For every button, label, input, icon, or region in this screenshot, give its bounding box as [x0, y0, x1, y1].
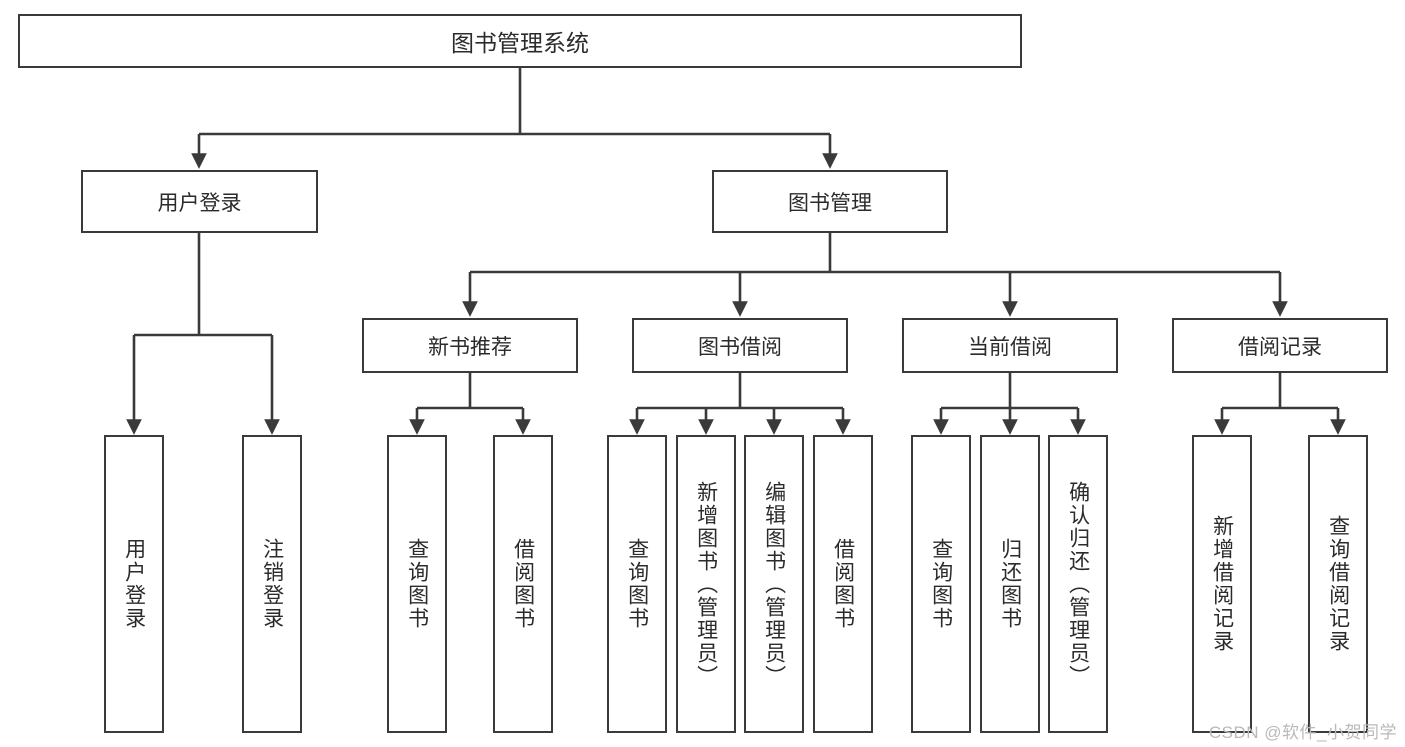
leaf-label: 新增图书（管理员）: [694, 480, 718, 688]
leaf-label: 用户登录: [122, 538, 146, 630]
node-current-borrow[interactable]: 当前借阅: [902, 318, 1118, 373]
leaf-label: 归还图书: [998, 538, 1022, 630]
node-label: 借阅记录: [1238, 335, 1322, 359]
leaf-current-confirm-return-admin[interactable]: 确认归还（管理员）: [1048, 435, 1108, 733]
leaf-label: 查询图书: [929, 538, 953, 630]
leaf-borrow-edit-book-admin[interactable]: 编辑图书（管理员）: [744, 435, 804, 733]
leaf-current-query-book[interactable]: 查询图书: [911, 435, 971, 733]
node-label: 当前借阅: [968, 335, 1052, 359]
leaf-borrow-query-book[interactable]: 查询图书: [607, 435, 667, 733]
leaf-current-return-book[interactable]: 归还图书: [980, 435, 1040, 733]
leaf-record-add-record[interactable]: 新增借阅记录: [1192, 435, 1252, 733]
node-label: 图书借阅: [698, 335, 782, 359]
leaf-label: 查询图书: [625, 538, 649, 630]
leaf-new-book-borrow[interactable]: 借阅图书: [493, 435, 553, 733]
leaf-label: 注销登录: [260, 538, 284, 630]
leaf-borrow-borrow-book[interactable]: 借阅图书: [813, 435, 873, 733]
node-book-management[interactable]: 图书管理: [712, 170, 948, 233]
leaf-label: 借阅图书: [831, 538, 855, 630]
leaf-user-login-login[interactable]: 用户登录: [104, 435, 164, 733]
leaf-label: 借阅图书: [511, 538, 535, 630]
leaf-user-login-logout[interactable]: 注销登录: [242, 435, 302, 733]
node-borrow-record[interactable]: 借阅记录: [1172, 318, 1388, 373]
leaf-label: 查询借阅记录: [1326, 515, 1350, 653]
node-label: 图书管理系统: [451, 30, 589, 56]
node-label: 图书管理: [788, 191, 872, 215]
node-new-book-recommend[interactable]: 新书推荐: [362, 318, 578, 373]
node-user-login[interactable]: 用户登录: [81, 170, 318, 233]
leaf-label: 查询图书: [405, 538, 429, 630]
leaf-label: 确认归还（管理员）: [1066, 480, 1090, 688]
node-label: 用户登录: [157, 191, 242, 215]
leaf-record-query-record[interactable]: 查询借阅记录: [1308, 435, 1368, 733]
node-label: 新书推荐: [428, 335, 512, 359]
node-book-borrow[interactable]: 图书借阅: [632, 318, 848, 373]
leaf-label: 新增借阅记录: [1210, 515, 1234, 653]
leaf-new-book-query[interactable]: 查询图书: [387, 435, 447, 733]
node-root-system[interactable]: 图书管理系统: [18, 14, 1022, 68]
leaf-label: 编辑图书（管理员）: [762, 480, 786, 688]
leaf-borrow-add-book-admin[interactable]: 新增图书（管理员）: [676, 435, 736, 733]
